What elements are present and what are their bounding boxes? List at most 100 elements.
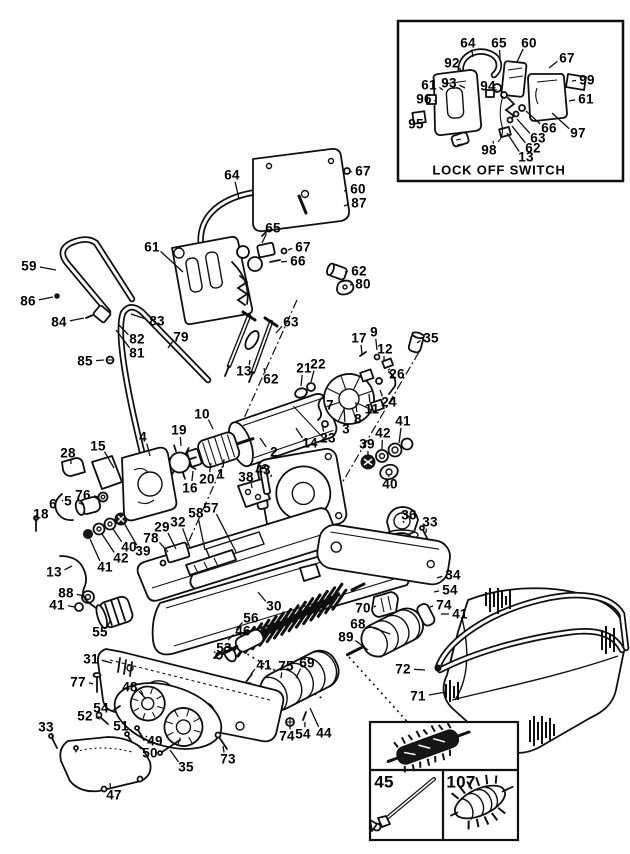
leader-line bbox=[191, 470, 194, 482]
leader-line bbox=[368, 625, 391, 635]
handlebar-art bbox=[54, 236, 212, 500]
leader-line bbox=[234, 181, 240, 200]
leader-line bbox=[471, 49, 474, 58]
leader-line bbox=[438, 86, 444, 91]
leader-line bbox=[250, 483, 253, 489]
leader-line bbox=[222, 745, 225, 753]
leader-line bbox=[433, 590, 440, 593]
lock-off-switch-inset bbox=[396, 19, 625, 183]
leader-line bbox=[167, 341, 174, 349]
leader-line bbox=[88, 682, 94, 685]
leader-line bbox=[287, 247, 293, 251]
motor-art bbox=[154, 331, 425, 480]
leader-line bbox=[101, 533, 115, 553]
leader-line bbox=[516, 48, 524, 63]
leader-line bbox=[123, 522, 138, 546]
leader-line bbox=[516, 118, 531, 134]
leader-line bbox=[89, 538, 101, 562]
leader-line bbox=[35, 519, 38, 523]
leader-line bbox=[355, 640, 369, 651]
leader-line bbox=[261, 233, 268, 244]
leader-line bbox=[67, 605, 76, 608]
leader-line bbox=[64, 565, 73, 571]
leader-line bbox=[459, 67, 462, 73]
leader-line bbox=[511, 125, 526, 144]
leader-line bbox=[207, 419, 214, 430]
leader-line bbox=[321, 423, 325, 432]
leader-line bbox=[416, 339, 422, 344]
leader-line bbox=[433, 99, 436, 102]
leader-line bbox=[115, 329, 131, 349]
leader-line bbox=[344, 270, 349, 273]
leader-line bbox=[280, 672, 283, 679]
leader-line bbox=[112, 528, 123, 543]
leader-line bbox=[568, 99, 576, 102]
leader-line bbox=[138, 690, 147, 700]
leader-line bbox=[571, 79, 577, 82]
leader-line bbox=[280, 260, 288, 263]
accessory-inset bbox=[368, 720, 520, 842]
leader-line bbox=[355, 401, 358, 413]
baseplate-art bbox=[33, 446, 285, 793]
leader-line bbox=[295, 427, 304, 439]
leader-line bbox=[145, 735, 148, 738]
leader-line bbox=[227, 634, 235, 641]
leader-line bbox=[50, 732, 54, 740]
leader-line bbox=[109, 782, 112, 789]
leader-line bbox=[38, 296, 54, 301]
leader-line bbox=[343, 407, 346, 423]
leader-line bbox=[424, 118, 427, 121]
leader-line bbox=[130, 313, 147, 320]
leader-line bbox=[360, 344, 363, 355]
leader-line bbox=[506, 132, 520, 152]
leader-line bbox=[76, 593, 84, 597]
leader-line bbox=[213, 651, 216, 654]
leader-line bbox=[525, 110, 541, 125]
leader-line bbox=[95, 716, 101, 720]
leader-line bbox=[398, 427, 402, 444]
leader-line bbox=[250, 668, 256, 675]
leader-line bbox=[413, 668, 426, 671]
leader-line bbox=[117, 323, 129, 336]
leader-line bbox=[146, 443, 151, 457]
leader-line bbox=[375, 338, 378, 351]
leader-line bbox=[39, 266, 57, 271]
grassbox-art bbox=[434, 587, 630, 754]
leader-line bbox=[215, 513, 237, 553]
leader-line bbox=[182, 528, 191, 549]
leader-line bbox=[169, 749, 179, 763]
leader-line bbox=[387, 368, 391, 371]
leader-line bbox=[295, 668, 302, 679]
leader-line bbox=[368, 393, 371, 403]
side-plate-art bbox=[316, 523, 451, 586]
switch-housing-art bbox=[171, 147, 355, 383]
leader-line bbox=[209, 462, 212, 473]
leader-line bbox=[101, 659, 113, 664]
leader-line bbox=[222, 458, 225, 468]
leader-line bbox=[111, 709, 115, 713]
bolt-dot bbox=[54, 293, 60, 299]
leader-line bbox=[197, 519, 206, 551]
leader-line bbox=[548, 60, 558, 69]
leader-line bbox=[300, 374, 303, 387]
leader-line bbox=[61, 499, 64, 502]
leader-line bbox=[95, 359, 105, 362]
leader-line bbox=[551, 112, 570, 130]
leader-line bbox=[275, 325, 283, 334]
leader-line bbox=[69, 317, 85, 322]
leader-line bbox=[459, 84, 466, 89]
leader-line bbox=[248, 359, 251, 365]
leader-line bbox=[428, 691, 447, 696]
leader-line bbox=[259, 437, 267, 448]
leader-line bbox=[167, 532, 177, 550]
leader-line bbox=[310, 370, 315, 383]
leader-line bbox=[373, 605, 377, 608]
leader-line bbox=[429, 605, 434, 608]
leader-line bbox=[402, 520, 405, 524]
leader-line bbox=[159, 542, 169, 553]
leader-line bbox=[136, 743, 142, 750]
leader-line bbox=[106, 620, 111, 628]
